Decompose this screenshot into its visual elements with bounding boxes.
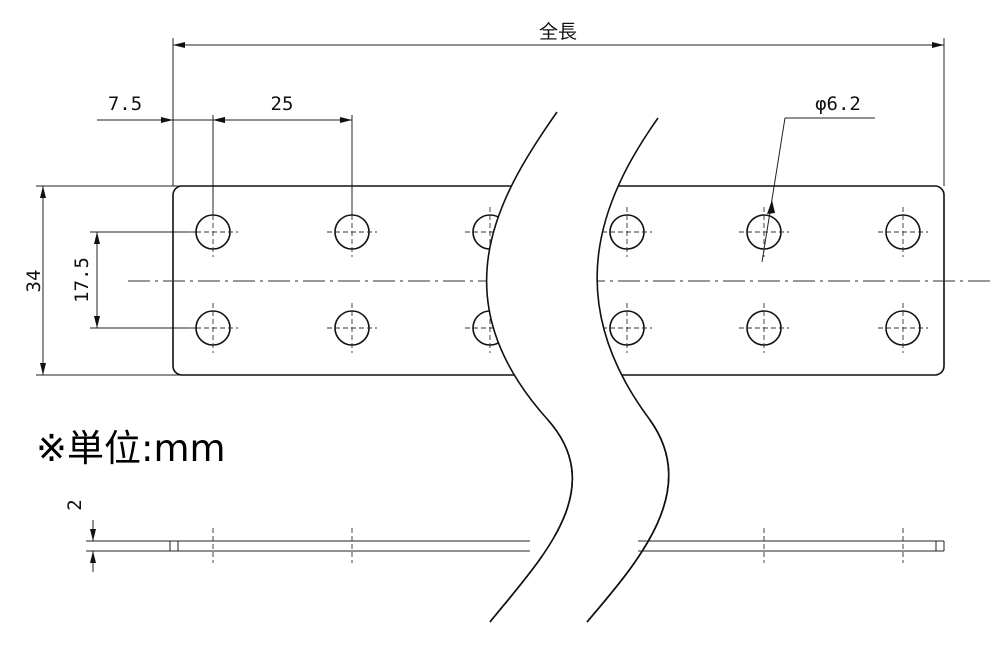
hole-diameter-callout: φ6.2 [761, 93, 875, 263]
thickness-dimension: 2 [64, 499, 172, 572]
hole-2-2 [327, 303, 377, 353]
row-spacing-dimension: 17.5 [71, 231, 200, 329]
overall-length-dimension: 全長 [172, 21, 945, 186]
hole-diameter-label: φ6.2 [815, 93, 861, 115]
hole-2-4 [602, 303, 652, 353]
row-spacing-label: 17.5 [71, 257, 93, 303]
edge-offset-label: 7.5 [108, 93, 142, 115]
unit-note: ※単位:mm [36, 427, 226, 470]
thickness-label: 2 [64, 499, 86, 510]
overall-length-label: 全長 [539, 21, 577, 43]
height-dimension: 34 [23, 185, 180, 376]
hole-1-4 [602, 207, 652, 257]
hole-pitch-dimension: 25 [213, 93, 353, 215]
side-view [169, 419, 945, 623]
hole-1-6 [878, 207, 928, 257]
height-label: 34 [23, 270, 45, 293]
edge-offset-dimension: 7.5 [97, 93, 225, 215]
hole-pitch-label: 25 [271, 93, 294, 115]
holes-group [188, 207, 928, 353]
hole-2-1 [188, 303, 238, 353]
hole-1-5 [739, 207, 789, 257]
hole-1-2 [327, 207, 377, 257]
hole-1-1 [188, 207, 238, 257]
hole-2-5 [739, 303, 789, 353]
hole-2-6 [878, 303, 928, 353]
